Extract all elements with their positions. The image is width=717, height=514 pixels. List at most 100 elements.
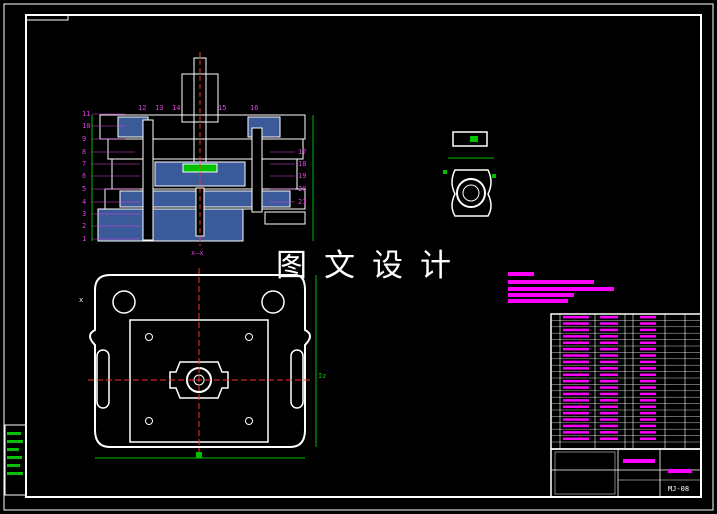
parts-list-cell [563,373,589,376]
parts-list-cell [600,335,618,338]
revision-strip [4,424,27,496]
parts-list-cell [563,315,589,319]
parts-list-cell [563,399,589,402]
parts-list-cell [563,379,589,383]
part-plan-view [451,169,492,217]
guide-pillar-left [142,119,154,241]
parts-list-cell [640,431,656,434]
parts-list [550,313,702,450]
parts-list-cell [600,379,618,383]
callout-21: 21 [298,198,306,206]
parts-list-cell [640,341,656,344]
callout-14: 14 [172,104,180,112]
inner-frame [25,14,702,498]
callout-4: 4 [82,198,86,206]
technical-notes [508,272,614,303]
callout-6: 6 [82,172,86,180]
parts-list-cell [563,322,589,325]
parts-list-cell [640,322,656,325]
parts-list-cell [640,373,656,376]
parts-list-cell [640,424,656,428]
die-outline [89,274,311,448]
part-side-mark [470,136,478,142]
callouts-right: 17 18 19 20 21 [298,148,306,206]
part-ring [456,178,486,208]
callout-16: 16 [250,104,258,112]
revision-strip-frame [4,424,27,496]
parts-list-cell [600,322,618,325]
parts-list-cell [563,437,589,440]
callout-10: 10 [82,122,90,130]
callout-5: 5 [82,185,86,193]
note-line-3 [508,287,614,291]
title-block-name [623,459,655,463]
parts-list-cell [563,360,589,364]
title-block-frame [550,448,702,498]
parts-list-cell [600,367,618,370]
parts-list-cell [563,411,589,415]
parts-list-cell [640,411,656,415]
parts-list-cell [640,347,656,351]
part-detail [443,131,496,217]
callout-2: 2 [82,222,86,230]
note-line-1 [508,272,534,276]
parts-list-cell [600,347,618,351]
parts-list-cell [600,418,618,421]
part-side-view [452,131,488,147]
bolt-hole-2 [245,333,253,341]
parts-list-cell [563,424,589,428]
callout-19: 19 [298,172,306,180]
callout-17: 17 [298,148,306,156]
parts-list-cell [640,418,656,421]
guide-hole-right [261,290,285,314]
guide-pillar-right [251,127,263,213]
outer-frame [3,3,714,511]
parts-list-cell [563,341,589,344]
parts-list-cell [640,335,656,338]
parts-list-cell [563,386,589,389]
title-block-company [668,469,692,473]
parts-list-cell [600,405,618,408]
parts-list-cell [600,373,618,376]
section-label: x—x [191,249,204,257]
callout-11: 11 [82,110,90,118]
parts-list-cell [600,399,618,402]
leader-lines [92,113,295,240]
parts-list-cell [563,347,589,351]
parts-list-cell [600,360,618,364]
slot-left [96,349,110,409]
callouts-top: 12 13 14 15 16 [138,104,258,112]
parts-list-cell [640,315,656,319]
parts-list-cell [563,367,589,370]
callout-15: 15 [218,104,226,112]
note-line-2 [508,280,594,284]
punch-cavity [169,361,229,399]
parts-list-cell [640,379,656,383]
callout-12: 12 [138,104,146,112]
callout-8: 8 [82,148,86,156]
parts-list-cell [640,437,656,440]
parts-list-cell [600,437,618,440]
watermark: 图文设计 [276,248,468,284]
drawing-number-box [26,15,69,21]
parts-list-cell [563,392,589,396]
parts-list-cell [563,354,589,357]
parts-list-cell [640,392,656,396]
title-block [550,448,702,498]
view-label: x [79,296,83,304]
parts-list-cell [600,354,618,357]
callout-7: 7 [82,160,86,168]
guide-hole-left [112,290,136,314]
parts-list-cell [640,328,656,332]
part-mark-left [443,170,447,174]
parts-list-cell [640,367,656,370]
slot-right [290,349,304,409]
bolt-hole-4 [245,417,253,425]
shank [181,73,219,123]
parts-list-cell [640,360,656,364]
note-line-4 [508,293,574,297]
bolt-hole-3 [145,417,153,425]
parts-list-rows [551,315,701,443]
title-block-grid [554,451,616,495]
section-view: x—x [91,52,314,257]
